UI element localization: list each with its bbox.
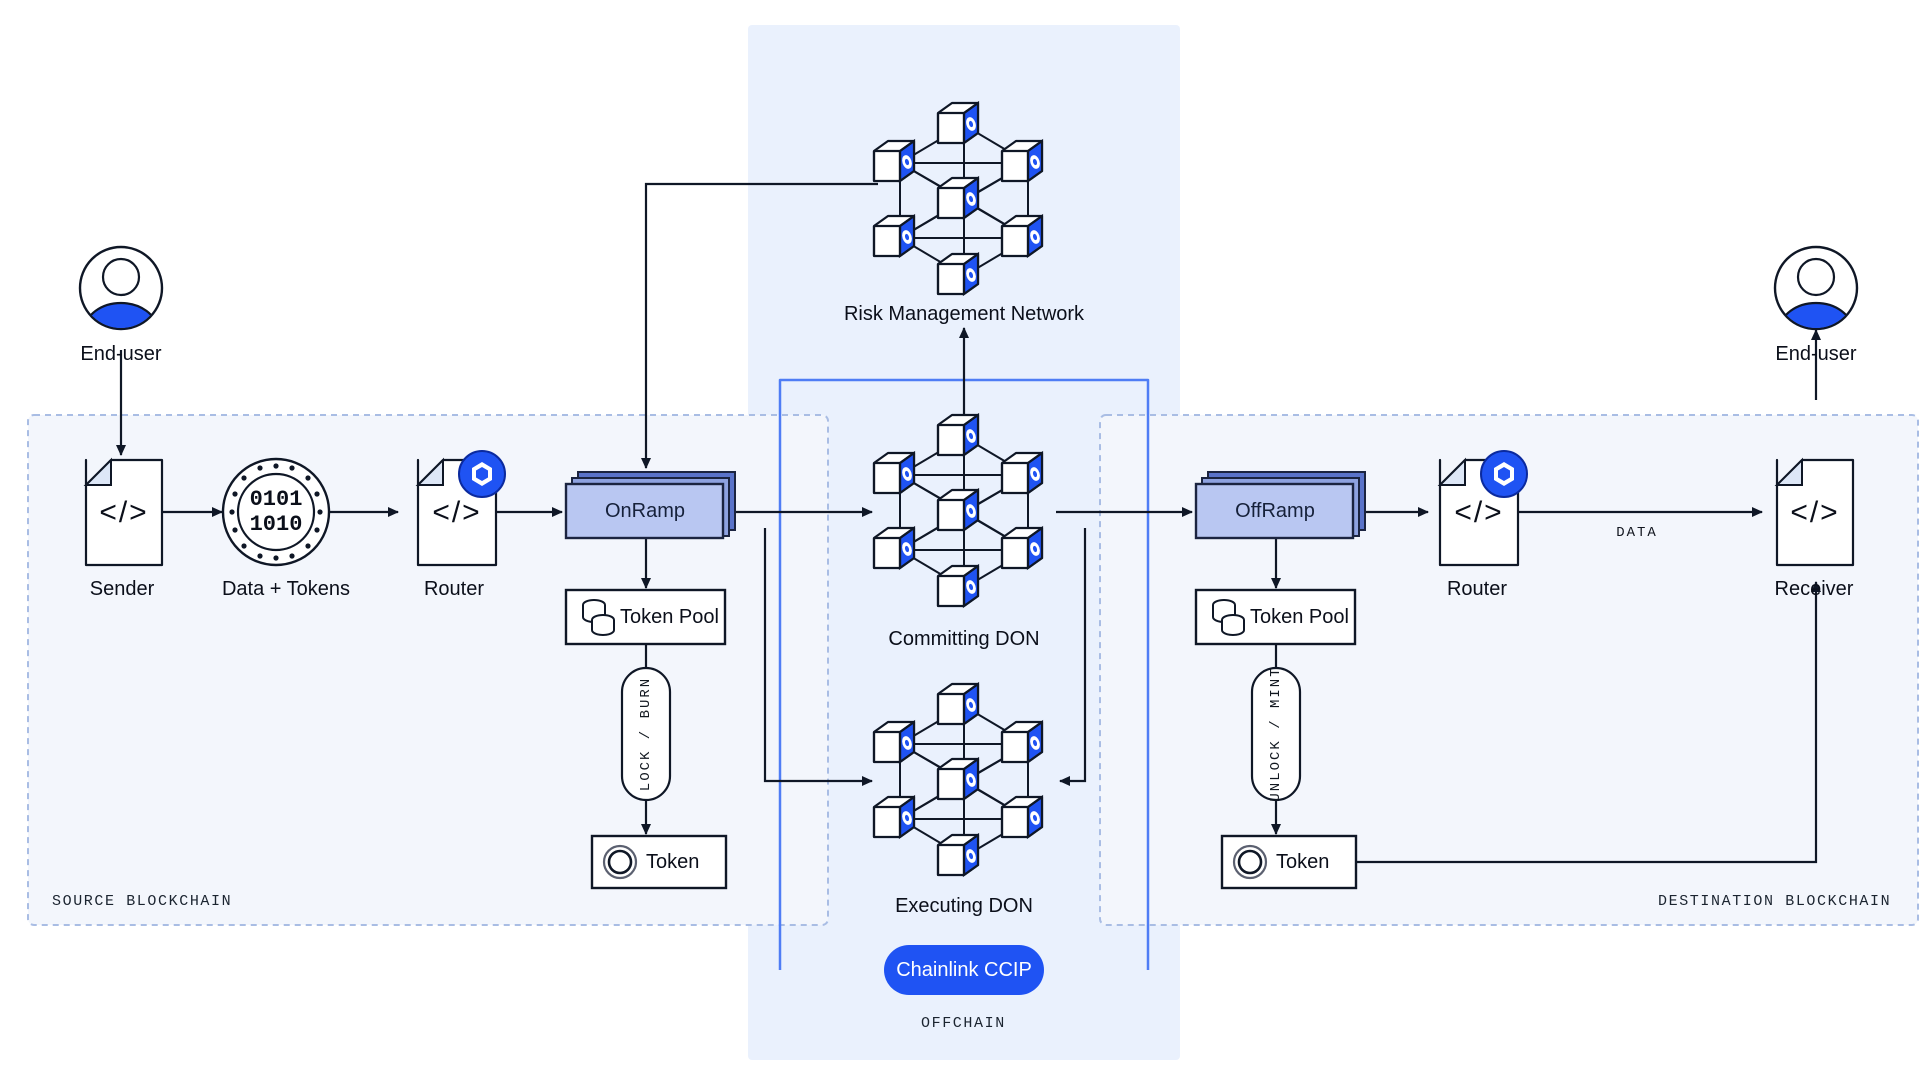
token-ring-icon-destination (1232, 844, 1268, 880)
edge-offramp-to-executing-don (1059, 528, 1087, 786)
offramp-label[interactable]: OffRamp (1235, 500, 1315, 522)
router-destination-code-glyph: </> (1454, 496, 1504, 529)
coins-stack-icon-destination (1212, 599, 1245, 636)
token-box-destination (1220, 834, 1358, 890)
don-network-icon-executing (872, 681, 1044, 878)
don-network-icon-committing (872, 412, 1044, 609)
token-destination-label: Token (1276, 851, 1330, 873)
data-edge-label: DATA (1616, 525, 1658, 541)
onramp-label[interactable]: OnRamp (604, 500, 686, 522)
sender-code-glyph: </> (99, 496, 149, 529)
edge-onramp-to-executing-don (763, 528, 873, 786)
unlock-mint-label: UNLOCK / MINT (1268, 666, 1284, 802)
user-avatar-icon-left (78, 245, 164, 331)
executing-don-label: Executing DON (895, 895, 1033, 917)
data-coin-icon (221, 457, 331, 567)
lock-burn-label: LOCK / BURN (638, 676, 654, 792)
destination-zone-caption: DESTINATION BLOCKCHAIN (1658, 893, 1892, 910)
committing-don-label: Committing DON (888, 628, 1040, 650)
code-document-icon-receiver (1774, 457, 1855, 567)
router-source-code-glyph: </> (432, 496, 482, 529)
destination-zone-panel (1099, 414, 1919, 926)
router-destination-label: Router (1446, 578, 1508, 600)
lock-burn-pill (620, 666, 672, 802)
risk-management-network-label: Risk Management Network (843, 303, 1085, 325)
router-source-label: Router (423, 578, 485, 600)
sender-label: Sender (89, 578, 155, 600)
edge-token-to-receiver (1336, 581, 1821, 864)
payload-binary-line1: 0101 (249, 487, 303, 512)
offchain-zone-caption: OFFCHAIN (921, 1015, 1006, 1032)
receiver-label: Receiver (1774, 578, 1854, 600)
token-ring-icon-source (602, 844, 638, 880)
stacked-contract-icon-onramp (564, 471, 736, 540)
source-zone-panel (27, 414, 829, 926)
coins-stack-icon-source (582, 599, 615, 636)
end-user-left-label: End-user (80, 343, 162, 365)
don-network-icon-rmn (872, 100, 1044, 297)
code-document-icon-sender (83, 457, 164, 567)
payload-binary-line2: 1010 (249, 512, 303, 537)
end-user-right-label: End-user (1775, 343, 1857, 365)
chainlink-hex-icon-router-destination (1480, 450, 1528, 498)
token-box-source (590, 834, 728, 890)
source-zone-caption: SOURCE BLOCKCHAIN (52, 893, 233, 910)
unlock-mint-pill (1250, 666, 1302, 802)
user-avatar-icon-right (1773, 245, 1859, 331)
chainlink-ccip-label[interactable]: Chainlink CCIP (896, 959, 1032, 981)
chainlink-hex-icon-router-source (458, 450, 506, 498)
token-pool-source-label: Token Pool (620, 606, 719, 628)
token-pool-destination-label: Token Pool (1250, 606, 1349, 628)
token-pool-box-destination (1194, 588, 1357, 646)
token-pool-box-source (564, 588, 727, 646)
chainlink-ccip-badge (884, 945, 1044, 995)
receiver-code-glyph: </> (1790, 496, 1840, 529)
stacked-contract-icon-offramp (1194, 471, 1366, 540)
edge-rmn-to-onramp (641, 182, 878, 469)
token-source-label: Token (646, 851, 700, 873)
payload-label: Data + Tokens (221, 578, 351, 600)
